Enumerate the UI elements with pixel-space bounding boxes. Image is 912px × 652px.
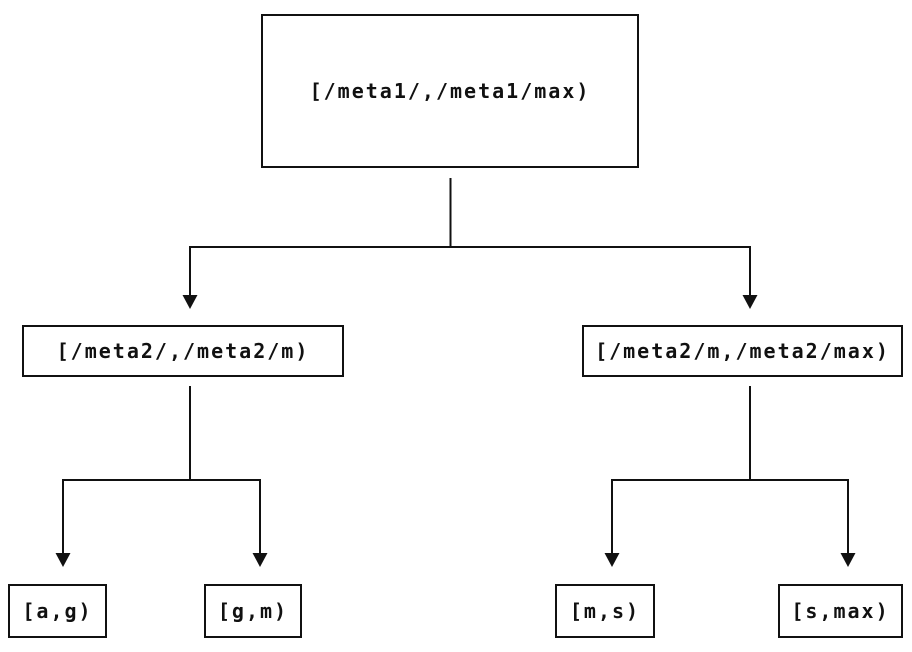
edge-level1-bar: [189, 246, 751, 296]
node-leaf-s-max: [s,max): [778, 584, 903, 638]
node-leaf-a-g: [a,g): [8, 584, 107, 638]
arrowhead-icon: [840, 553, 856, 567]
edge-level2-left-bar: [62, 479, 261, 553]
arrowhead-icon: [55, 553, 71, 567]
node-leaf-g-m: [g,m): [204, 584, 302, 638]
arrowhead-icon: [182, 295, 198, 309]
node-root: [/meta1/,/meta1/max): [261, 14, 639, 168]
node-right-child: [/meta2/m,/meta2/max): [582, 325, 903, 377]
node-leaf-m-s: [m,s): [555, 584, 655, 638]
arrowhead-icon: [252, 553, 268, 567]
arrowhead-icon: [742, 295, 758, 309]
node-left-child: [/meta2/,/meta2/m): [22, 325, 344, 377]
arrowhead-icon: [604, 553, 620, 567]
edge-level2-right-bar: [611, 479, 849, 553]
